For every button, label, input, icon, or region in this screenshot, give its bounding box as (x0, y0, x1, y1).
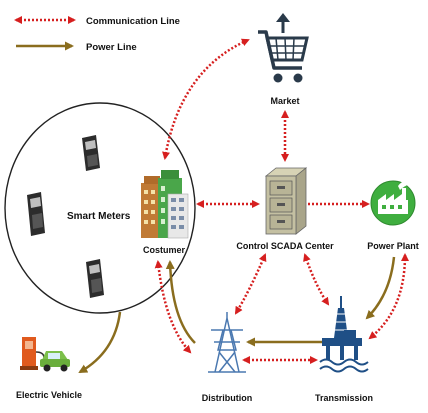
distribution-node: Distribution (202, 312, 253, 403)
legend-power-label: Power Line (86, 42, 137, 53)
smart-meter-icon (86, 259, 104, 298)
market-node: Market (258, 13, 309, 106)
filing-cabinet-icon (264, 167, 308, 235)
scada-label: Control SCADA Center (236, 241, 334, 251)
smart-meters-label: Smart Meters (67, 211, 131, 222)
smart-meters-node: Smart Meters (27, 135, 131, 298)
factory-leaf-icon (370, 180, 416, 226)
market-label: Market (270, 96, 299, 106)
offshore-platform-icon (319, 296, 369, 373)
buildings-icon (141, 170, 189, 239)
power-lines (78, 256, 396, 374)
ev-charger-icon (20, 337, 70, 372)
power-line-distribution-costumer (165, 260, 196, 344)
electric-vehicle-label: Electric Vehicle (16, 390, 82, 400)
smart-meter-icon (27, 192, 45, 236)
transmission-tower-icon (208, 312, 246, 373)
legend-communication-label: Communication Line (86, 16, 180, 27)
distribution-label: Distribution (202, 393, 253, 403)
smart-meters-group-outline (4, 102, 196, 314)
power-plant-label: Power Plant (367, 241, 419, 251)
power-line-meters-ev (78, 311, 122, 374)
costumer-label: Costumer (143, 245, 186, 255)
costumer-node: Costumer (141, 170, 189, 255)
legend: Communication Line Power Line (14, 16, 180, 53)
comm-line-costumer-market (162, 38, 250, 160)
comm-line-costumer-distribution (154, 260, 192, 354)
comm-line-scada-transmission (303, 253, 330, 306)
communication-lines (154, 38, 409, 364)
power-line-powerplant-transmission (365, 256, 396, 320)
transmission-node: Transmission (315, 296, 373, 403)
transmission-label: Transmission (315, 393, 373, 403)
smart-meter-icon (82, 135, 100, 171)
comm-line-scada-distribution (234, 253, 267, 315)
scada-node: Control SCADA Center (236, 167, 334, 251)
comm-line-powerplant-transmission (368, 253, 409, 340)
power-plant-node: Power Plant (367, 180, 419, 251)
electric-vehicle-node: Electric Vehicle (16, 337, 82, 400)
shopping-cart-icon (258, 13, 309, 83)
